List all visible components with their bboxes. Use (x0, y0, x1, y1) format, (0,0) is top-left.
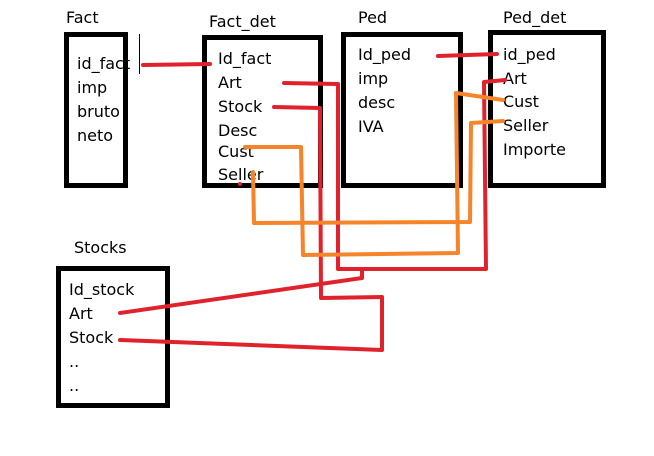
field: .. (69, 352, 80, 371)
field: Id_ped (358, 45, 412, 64)
field: IVA (358, 117, 384, 136)
field: Seller (503, 116, 549, 135)
field: Stock (218, 97, 263, 116)
field: Importe (503, 140, 566, 159)
field: Desc (218, 121, 258, 140)
table-title-fact: Fact (66, 8, 99, 27)
field: desc (358, 93, 396, 112)
field: bruto (77, 102, 120, 121)
field: .. (69, 376, 80, 395)
table-title-fact-det: Fact_det (209, 12, 276, 31)
text-cursor (139, 34, 140, 74)
field: Id_stock (69, 280, 135, 299)
field: Art (503, 69, 527, 88)
field: Cust (503, 92, 539, 111)
field: Id_fact (218, 49, 272, 68)
table-title-stocks: Stocks (74, 238, 127, 257)
field: imp (358, 69, 389, 88)
field: Seller (218, 165, 264, 184)
field: Art (218, 73, 242, 92)
field: Cust (218, 142, 254, 161)
field: Art (69, 304, 93, 323)
field: imp (77, 78, 108, 97)
field: id_fact (77, 54, 131, 73)
field: Stock (69, 328, 114, 347)
table-title-ped: Ped (358, 8, 388, 27)
field: .. (218, 178, 225, 189)
table-title-ped-det: Ped_det (503, 8, 567, 27)
relation-fact-fact-det (141, 62, 212, 67)
field: neto (77, 126, 114, 145)
table-ped-det (488, 30, 606, 188)
table-fact (64, 32, 128, 188)
field: id_ped (503, 45, 556, 64)
